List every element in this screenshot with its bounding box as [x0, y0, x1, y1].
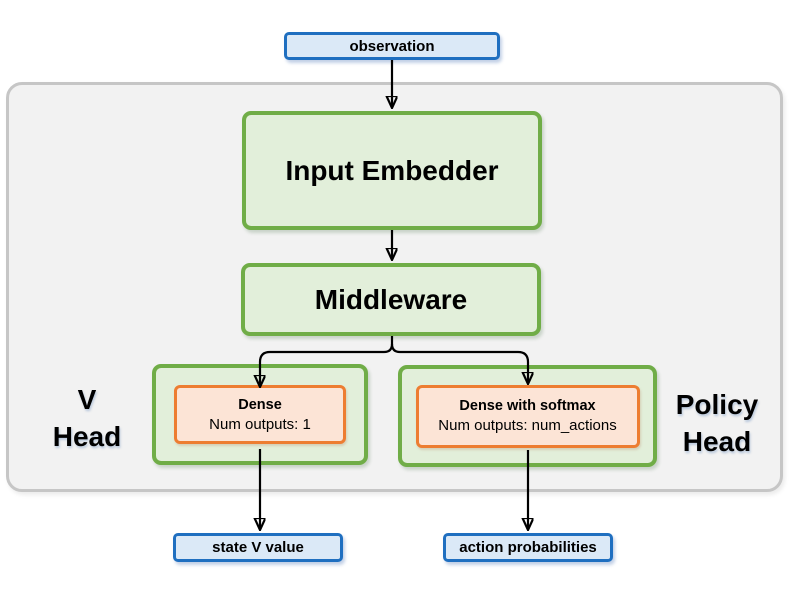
state-v-value-label: state V value: [212, 539, 304, 556]
dense-subtitle: Num outputs: 1: [209, 415, 311, 433]
state-v-value-node: state V value: [173, 533, 343, 562]
input-embedder-node: Input Embedder: [242, 111, 542, 230]
observation-label: observation: [349, 37, 435, 55]
dense-node: Dense Num outputs: 1: [174, 385, 346, 444]
dense-softmax-subtitle: Num outputs: num_actions: [438, 417, 617, 434]
middleware-label: Middleware: [314, 283, 468, 315]
v-head-label: V Head: [52, 384, 122, 452]
policy-head-label: Policy Head: [675, 389, 759, 457]
dense-title: Dense: [238, 396, 282, 413]
v-head-container: Dense Num outputs: 1: [152, 364, 368, 465]
middleware-node: Middleware: [241, 263, 541, 336]
action-probabilities-node: action probabilities: [443, 533, 613, 562]
input-embedder-label: Input Embedder: [285, 154, 499, 186]
policy-head-container: Dense with softmax Num outputs: num_acti…: [398, 365, 657, 467]
dense-softmax-title: Dense with softmax: [459, 398, 596, 414]
dense-softmax-node: Dense with softmax Num outputs: num_acti…: [415, 384, 640, 448]
observation-node: observation: [284, 32, 500, 60]
action-probabilities-label: action probabilities: [459, 539, 597, 556]
